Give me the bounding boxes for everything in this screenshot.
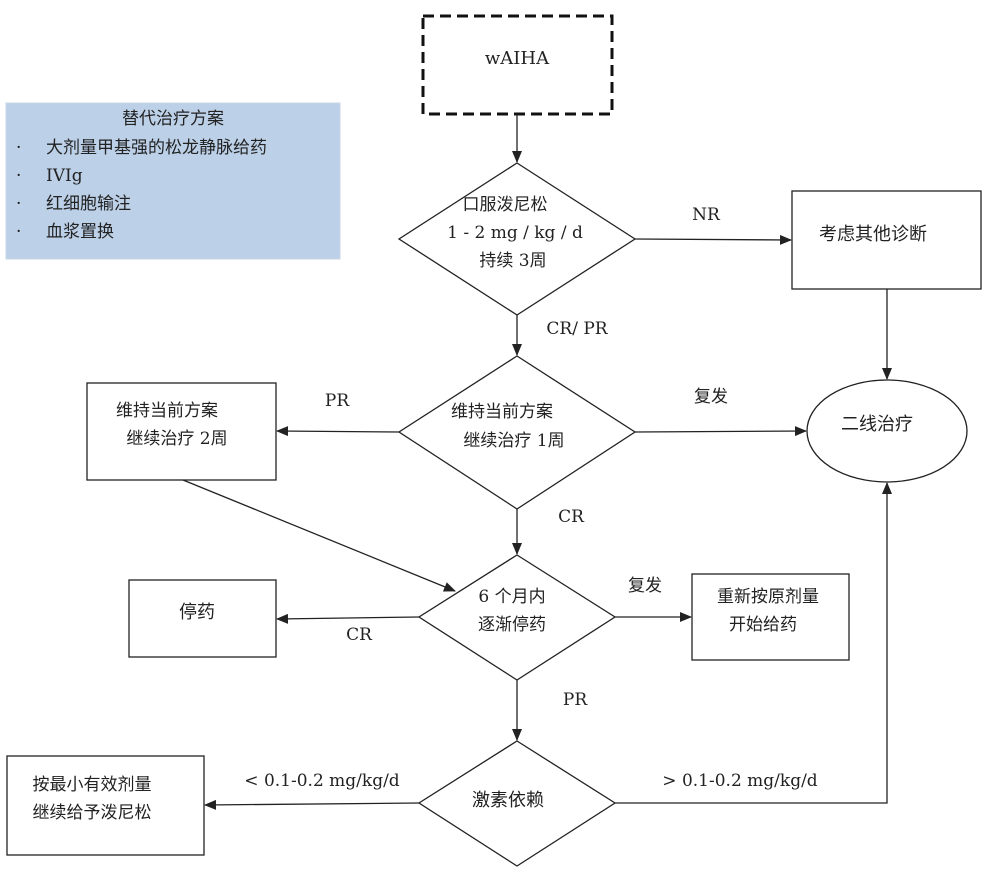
decision-label: 逐渐停药 (478, 615, 546, 635)
edge-labels: NR CR/ PR PR 复发 CR 复发 CR PR < 0.1-0.2 mg… (244, 205, 818, 791)
box-label: 考虑其他诊断 (819, 224, 927, 245)
box-label: 重新按原剂量 (717, 587, 819, 607)
decision-label: 1 - 2 mg / kg / d (447, 223, 583, 243)
arrow-dependence-to-second-line (615, 482, 892, 804)
arrow-oral-to-other-dx (634, 234, 792, 245)
arrow-maintain1-to-second-line (634, 426, 807, 437)
alternative-treatment-title: 替代治疗方案 (122, 109, 224, 129)
decision-label: 激素依赖 (472, 790, 544, 811)
edge-label-cr: CR (558, 507, 585, 527)
decision-label: 6 个月内 (478, 587, 545, 607)
maintain-two-weeks-box: 维持当前方案 继续治疗 2周 (86, 382, 277, 481)
arrow-maintain2-to-taper (182, 479, 456, 592)
edge-label-pr: PR (563, 690, 588, 710)
start-node-label: wAIHA (485, 48, 550, 69)
box-label: 开始给药 (729, 615, 797, 635)
ellipse-label: 二线治疗 (841, 414, 913, 435)
edge-label-low-dose: < 0.1-0.2 mg/kg/d (244, 771, 400, 791)
other-diagnosis-box: 考虑其他诊断 (791, 190, 982, 290)
treatment-item: 血浆置换 (46, 222, 114, 242)
edge-label-high-dose: > 0.1-0.2 mg/kg/d (662, 771, 818, 791)
oral-prednisone-decision: 口服泼尼松 1 - 2 mg / kg / d 持续 3周 (397, 162, 637, 316)
box-label: 停药 (179, 602, 215, 623)
bullet-icon: · (16, 166, 21, 186)
bullet-icon: · (16, 138, 21, 158)
stop-drug-box: 停药 (128, 579, 277, 658)
edge-label-cr-pr: CR/ PR (546, 319, 608, 339)
bullet-icon: · (16, 194, 21, 214)
maintain-one-week-decision: 维持当前方案 继续治疗 1周 (397, 355, 637, 510)
decision-label: 维持当前方案 (451, 402, 553, 422)
alternative-treatment-panel: 替代治疗方案 · 大剂量甲基强的松龙静脉给药 · IVIg · 红细胞输注 · … (5, 102, 341, 260)
decision-label: 口服泼尼松 (463, 195, 548, 215)
steroid-dependence-decision: 激素依赖 (417, 740, 617, 867)
decision-label: 持续 3周 (479, 251, 546, 271)
arrow-dependence-to-min-dose (204, 799, 420, 810)
bullet-icon: · (16, 222, 21, 242)
arrow-maintain1-to-maintain2 (276, 426, 400, 437)
minimum-dose-box: 按最小有效剂量 继续给予泼尼松 (6, 755, 205, 856)
start-node: wAIHA (421, 14, 614, 116)
connectors (182, 114, 892, 810)
treatment-item: 红细胞输注 (46, 194, 131, 214)
box-label: 继续治疗 2周 (126, 429, 227, 449)
decision-label: 继续治疗 1周 (463, 431, 564, 451)
edge-label-nr: NR (692, 205, 721, 225)
edge-label-relapse: 复发 (628, 576, 662, 596)
box-label: 继续给予泼尼松 (33, 803, 152, 823)
box-label: 维持当前方案 (116, 401, 218, 421)
edge-label-relapse: 复发 (694, 387, 728, 407)
restart-dose-box: 重新按原剂量 开始给药 (691, 573, 850, 661)
treatment-item: 大剂量甲基强的松龙静脉给药 (46, 138, 267, 158)
edge-label-pr: PR (325, 391, 350, 411)
second-line-therapy-node: 二线治疗 (806, 379, 968, 483)
arrow-taper-to-stop (276, 613, 420, 624)
treatment-item: IVIg (46, 166, 83, 186)
edge-label-cr: CR (346, 625, 373, 645)
box-label: 按最小有效剂量 (33, 775, 152, 795)
taper-decision: 6 个月内 逐渐停药 (417, 554, 617, 681)
